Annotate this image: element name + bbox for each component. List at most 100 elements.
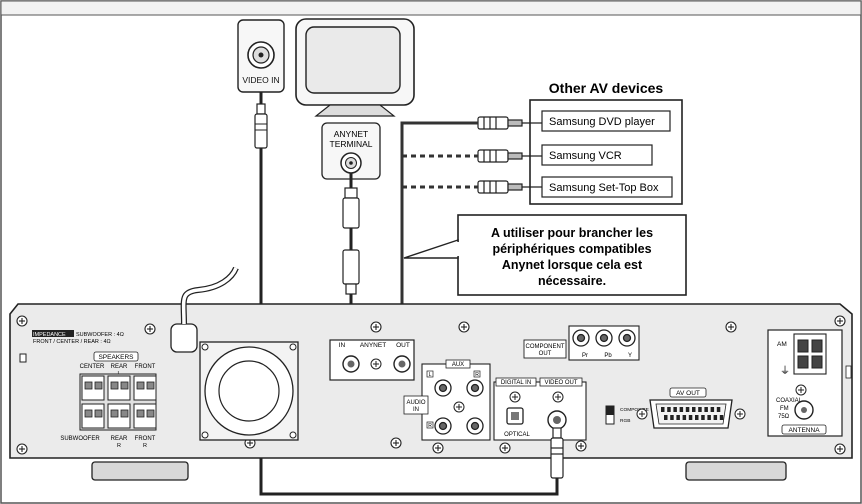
scart-pin — [692, 407, 696, 412]
diagram-frame-inner — [0, 0, 862, 16]
speakers-section: SPEAKERS CENTER REAR FRONT L SUBWOOFER R… — [60, 351, 157, 449]
composite-rgb-switch: COMPOSITE RGB — [605, 405, 649, 425]
speakers-title: SPEAKERS — [98, 354, 134, 361]
digital-video-section: DIGITAL IN VIDEO OUT OPTICAL — [493, 377, 587, 441]
anynet-terminal-line2: TERMINAL — [330, 139, 373, 149]
aux-r-label: R — [428, 423, 432, 429]
scart-pin — [685, 407, 690, 412]
video-in-label: VIDEO IN — [242, 75, 279, 85]
component-pr-label: Pr — [582, 353, 588, 359]
av-out-label: AV OUT — [676, 390, 700, 397]
plug-icon — [477, 180, 542, 194]
scart-pin — [704, 407, 708, 412]
power-cord — [170, 266, 239, 353]
speaker-rear-r-label: R — [117, 443, 121, 449]
callout-line-1: A utiliser pour brancher les — [491, 226, 653, 240]
anynet-terminal-line1: ANYNET — [334, 129, 368, 139]
scart-pin — [698, 407, 702, 412]
component-out-line1: COMPONENT — [526, 344, 565, 350]
component-out-section: COMPONENT OUT Pr Pb Y — [523, 325, 640, 361]
speaker-rear-label: REAR — [111, 364, 128, 370]
aux-r2-label: R — [475, 372, 479, 378]
device-dvd-box — [541, 110, 671, 132]
receiver-anynet-in-label: IN — [339, 342, 346, 349]
scart-pin — [710, 407, 715, 412]
scart-pin — [707, 415, 711, 420]
receiver-feet — [91, 461, 787, 481]
video-out-label: VIDEO OUT — [544, 380, 577, 386]
device-plugs — [477, 116, 542, 194]
anynet-terminal: ANYNET TERMINAL — [321, 122, 381, 180]
antenna-label: ANTENNA — [788, 427, 820, 434]
aux-label: AUX — [452, 362, 464, 368]
scart-pin — [664, 415, 668, 420]
optical-label: OPTICAL — [504, 432, 530, 438]
aux-l-label: L — [429, 372, 432, 378]
device-dvd-label: Samsung DVD player — [549, 116, 655, 128]
speaker-front-r-label: R — [143, 443, 147, 449]
scart-pin — [695, 415, 699, 420]
callout-line-4: nécessaire. — [538, 274, 606, 288]
scart-pin — [679, 407, 684, 412]
speaker-rear-bottom-label: REAR — [111, 436, 128, 442]
speaker-subwoofer-label: SUBWOOFER — [60, 436, 100, 442]
antenna-section: AM ⏚ COAXIAL FM 75Ω ANTENNA — [767, 329, 852, 437]
switch-rgb-label: RGB — [620, 418, 630, 424]
device-vcr-box — [541, 144, 653, 166]
aux-section: AUX AUDIO IN L R R — [403, 359, 491, 441]
speaker-terminal-block — [79, 373, 157, 431]
aux-in-label: IN — [413, 407, 419, 413]
switch-composite-label: COMPOSITE — [620, 407, 649, 413]
scart-port-icon — [649, 399, 733, 429]
callout-box: A utiliser pour brancher les périphériqu… — [403, 214, 687, 296]
tv-video-in-panel: VIDEO IN — [237, 19, 285, 93]
other-devices-box: Samsung DVD player Samsung VCR Samsung S… — [529, 99, 683, 205]
cooling-fan-icon — [199, 341, 299, 441]
device-vcr-label: Samsung VCR — [549, 150, 622, 162]
av-out-section: AV OUT — [636, 387, 746, 429]
impedance-line2: FRONT / CENTER / REAR : 4Ω — [33, 339, 111, 345]
scart-pin — [688, 415, 693, 420]
other-devices-title: Other AV devices — [549, 80, 664, 96]
callout-line-3: Anynet lorsque cela est — [502, 258, 643, 272]
callout-line-2: périphériques compatibles — [492, 242, 651, 256]
antenna-ground-icon: ⏚ — [780, 365, 790, 377]
scart-pin — [701, 415, 705, 420]
device-stb-label: Samsung Set-Top Box — [549, 182, 659, 194]
receiver-anynet-section: IN ANYNET OUT — [329, 339, 415, 381]
antenna-coaxial-label: COAXIAL — [776, 398, 803, 404]
receiver-anynet-out-label: OUT — [396, 342, 410, 349]
scart-pin — [682, 415, 687, 420]
scart-pin — [719, 415, 724, 420]
impedance-title: IMPEDANCE — [33, 332, 66, 338]
impedance-label: IMPEDANCE SUBWOOFER : 4Ω FRONT / CENTER … — [32, 330, 124, 345]
antenna-am-label: AM — [777, 341, 787, 348]
tv-icon — [295, 18, 415, 117]
aux-audio-label: AUDIO — [406, 400, 425, 406]
digital-in-label: DIGITAL IN — [501, 380, 531, 386]
anynet-cables — [400, 121, 478, 340]
speaker-front-bottom-label: FRONT — [135, 436, 156, 442]
receiver-anynet-label: ANYNET — [360, 342, 386, 349]
scart-pin — [713, 415, 718, 420]
video-out-plug-icon — [550, 427, 564, 479]
plug-icon — [477, 149, 542, 163]
scart-pin — [676, 415, 680, 420]
anynet-terminal-cable — [342, 173, 360, 340]
scart-pin — [673, 407, 677, 412]
antenna-fm-label: FM — [780, 406, 789, 412]
scart-pin — [716, 407, 721, 412]
component-pb-label: Pb — [604, 353, 612, 359]
scart-pin — [670, 415, 674, 420]
antenna-ohm-label: 75Ω — [778, 414, 790, 420]
speaker-front-label: FRONT — [135, 364, 156, 370]
speaker-center-label: CENTER — [80, 364, 105, 370]
component-y-label: Y — [628, 353, 632, 359]
scart-pin — [667, 407, 671, 412]
scart-pin — [661, 407, 665, 412]
plug-icon — [477, 116, 542, 130]
impedance-line1: SUBWOOFER : 4Ω — [76, 332, 124, 338]
component-out-line2: OUT — [539, 351, 552, 357]
panel-tab — [19, 353, 27, 363]
